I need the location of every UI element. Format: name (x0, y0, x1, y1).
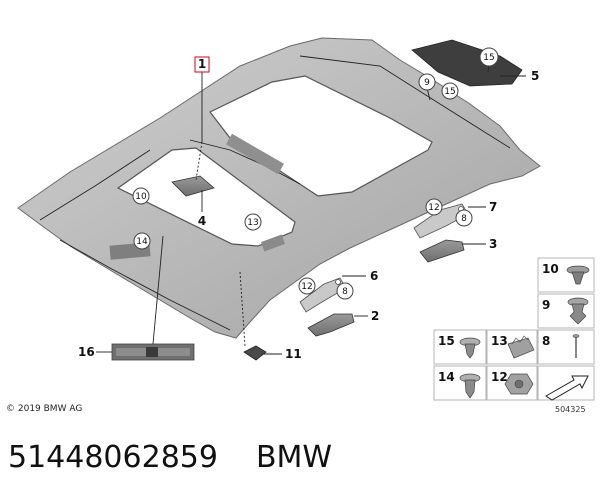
callout-13: 13 (244, 213, 262, 231)
part-label-16: 16 (78, 345, 95, 359)
callout-8b: 8 (336, 282, 354, 300)
part-label-11: 11 (285, 347, 302, 361)
screw-8-icon (572, 334, 580, 358)
legend-cell-10 (537, 257, 595, 293)
legend-cell-14 (433, 365, 487, 401)
part-label-1: 1 (198, 57, 206, 71)
part-label-7: 7 (489, 200, 497, 214)
legend-label-10: 10 (542, 262, 559, 276)
part-number: 51448062859 (8, 440, 218, 475)
part-label-2: 2 (371, 309, 379, 323)
clip-14-icon (459, 373, 481, 399)
callout-text: 12 (428, 203, 439, 213)
clip-9-icon (567, 297, 589, 325)
label-plate-part-16 (111, 343, 195, 361)
clip-10-icon (566, 265, 590, 285)
reading-light-part (171, 175, 215, 197)
part-label-3: 3 (489, 237, 497, 251)
grab-handle-part-3 (419, 239, 465, 263)
callout-text: 10 (135, 192, 147, 202)
legend-cell-arrow (537, 365, 595, 401)
callout-15b: 15 (441, 82, 459, 100)
headliner-exploded-diagram: 15 9 15 10 13 14 12 8 12 8 1 4 5 7 3 6 2… (17, 37, 595, 401)
callout-15a: 15 (479, 47, 499, 67)
callout-text: 8 (461, 214, 467, 224)
legend-cell-15 (433, 329, 487, 365)
callout-9a: 9 (418, 73, 436, 91)
legend-label-13: 13 (491, 334, 508, 348)
callout-text: 15 (483, 53, 494, 63)
callout-text: 12 (301, 282, 312, 292)
callout-text: 14 (136, 237, 148, 247)
leader-lines (96, 63, 526, 355)
callout-8a: 8 (455, 209, 473, 227)
fastener-legend: 10 9 15 13 8 14 12 (433, 257, 595, 401)
footer-caption: 51448062859 BMW (8, 440, 598, 475)
sensor-cover-part-11 (243, 345, 267, 361)
part-label-4: 4 (198, 214, 206, 228)
direction-arrow-icon (545, 375, 589, 401)
brand-name: BMW (255, 440, 333, 475)
headliner-shell (17, 37, 541, 339)
callout-text: 13 (247, 218, 258, 228)
part-label-6: 6 (370, 269, 378, 283)
legend-cell-8 (537, 329, 595, 365)
clip-15-icon (459, 337, 481, 359)
legend-label-9: 9 (542, 298, 550, 312)
copyright-notice: © 2019 BMW AG (6, 404, 83, 414)
callout-10: 10 (132, 187, 150, 205)
diagram-image-id: 504325 (555, 405, 586, 414)
part-label-5: 5 (531, 69, 539, 83)
clip-13-icon (507, 335, 535, 359)
legend-label-12: 12 (491, 370, 508, 384)
legend-label-15: 15 (438, 334, 455, 348)
centre-console-recess (226, 133, 284, 175)
legend-label-14: 14 (438, 370, 455, 384)
grab-handle-part-2 (307, 313, 355, 337)
callout-12b: 12 (298, 277, 316, 295)
callout-12a: 12 (425, 198, 443, 216)
part-1-highlight-box (194, 56, 210, 73)
light-recess (260, 234, 286, 252)
callout-text: 8 (342, 287, 348, 297)
callout-14: 14 (133, 232, 151, 250)
rear-trim-panel-part (411, 39, 523, 87)
nut-12-icon (504, 373, 534, 395)
callout-text: 15 (444, 87, 455, 97)
legend-label-8: 8 (542, 334, 550, 348)
callout-text: 9 (424, 78, 430, 88)
